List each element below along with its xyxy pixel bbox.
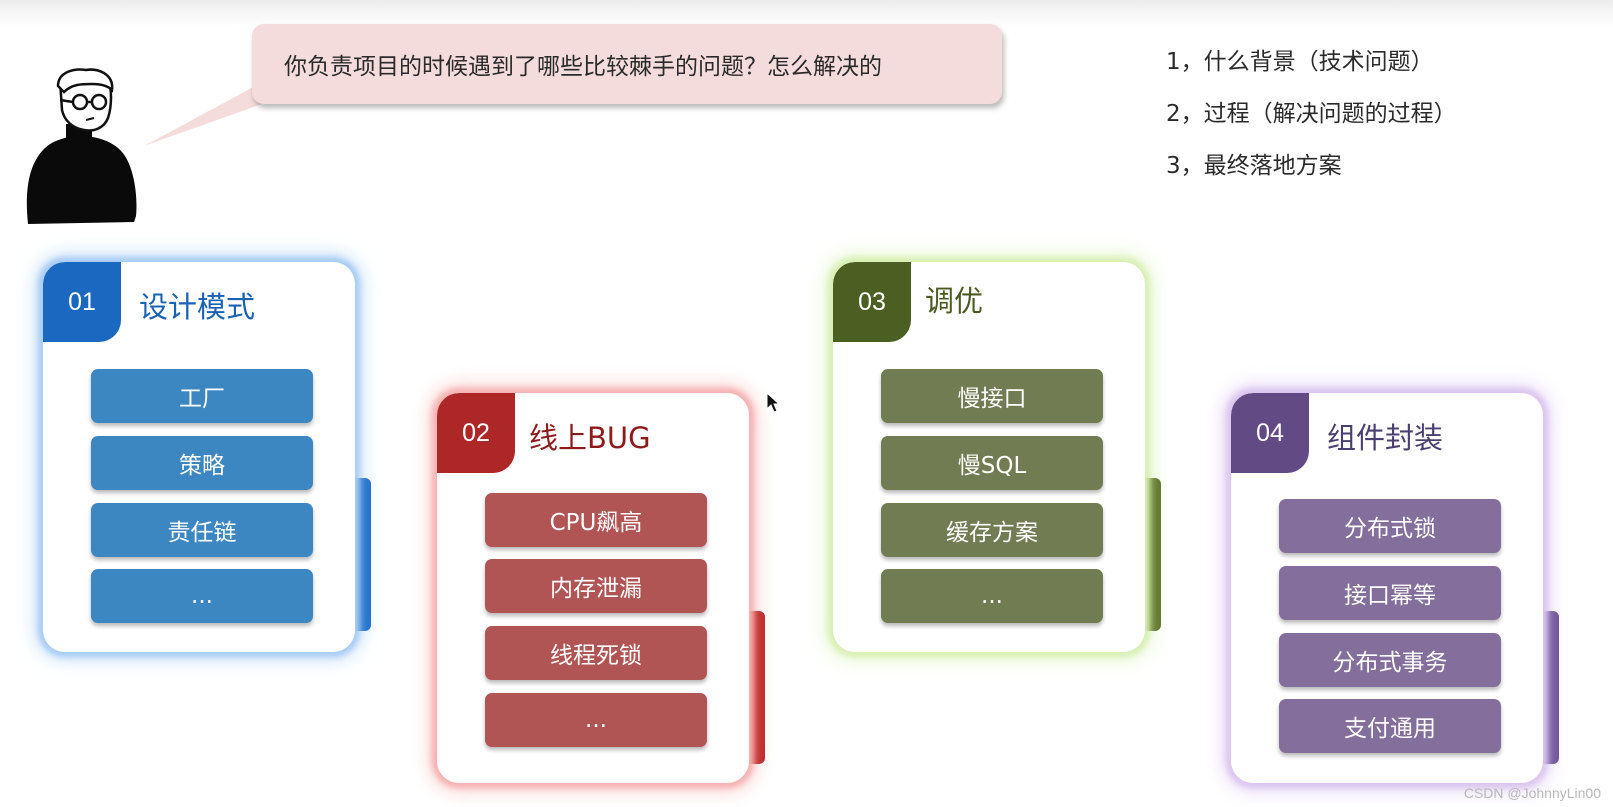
topic-item: 分布式事务 [1279,633,1501,687]
card-03-side-tab [1145,478,1161,631]
topic-item: 慢接口 [881,369,1103,423]
card-number-badge: 02 [437,393,515,473]
topic-item: 策略 [91,436,313,490]
card-title: 调优 [925,284,984,318]
card-online-bugs: 02 线上BUG CPU飙高 内存泄漏 线程死锁 ... [437,393,749,783]
watermark: CSDN @JohnnyLin00 [1463,785,1601,801]
card-number-badge: 03 [833,262,911,342]
card-tuning: 03 调优 慢接口 慢SQL 缓存方案 ... [833,262,1145,652]
topic-item: 接口幂等 [1279,566,1501,620]
interviewer-avatar-icon [26,68,137,224]
card-number-badge: 01 [43,262,121,342]
card-title: 线上BUG [529,421,651,455]
question-text: 你负责项目的时候遇到了哪些比较棘手的问题？怎么解决的 [284,54,882,80]
card-02-side-tab [749,611,765,764]
speech-bubble-tail [144,86,290,146]
card-component-encapsulation: 04 组件封装 分布式锁 接口幂等 分布式事务 支付通用 [1231,393,1543,783]
speech-bubble: 你负责项目的时候遇到了哪些比较棘手的问题？怎么解决的 [252,24,1002,104]
topic-item: 工厂 [91,369,313,423]
card-title: 组件封装 [1327,421,1444,455]
card-design-patterns: 01 设计模式 工厂 策略 责任链 ... [43,262,355,652]
topic-item: 支付通用 [1279,699,1501,753]
topic-item: 责任链 [91,503,313,557]
answer-structure-list: 1，什么背景（技术问题） 2，过程（解决问题的过程） 3，最终落地方案 [1166,42,1457,198]
card-01-side-tab [355,478,371,631]
topic-item: 内存泄漏 [485,559,707,613]
note-item: 2，过程（解决问题的过程） [1166,101,1457,127]
topic-item: ... [881,569,1103,623]
card-title: 设计模式 [139,290,256,324]
card-number-badge: 04 [1231,393,1309,473]
note-item: 1，什么背景（技术问题） [1166,49,1434,75]
note-item: 3，最终落地方案 [1166,153,1342,179]
topic-item: CPU飙高 [485,493,707,547]
card-04-side-tab [1543,611,1559,764]
topic-item: 分布式锁 [1279,499,1501,553]
topic-item: 线程死锁 [485,626,707,680]
mouse-cursor-icon [766,392,781,413]
topic-item: 慢SQL [881,436,1103,490]
topic-item: 缓存方案 [881,503,1103,557]
topic-item: ... [91,569,313,623]
topic-item: ... [485,693,707,747]
